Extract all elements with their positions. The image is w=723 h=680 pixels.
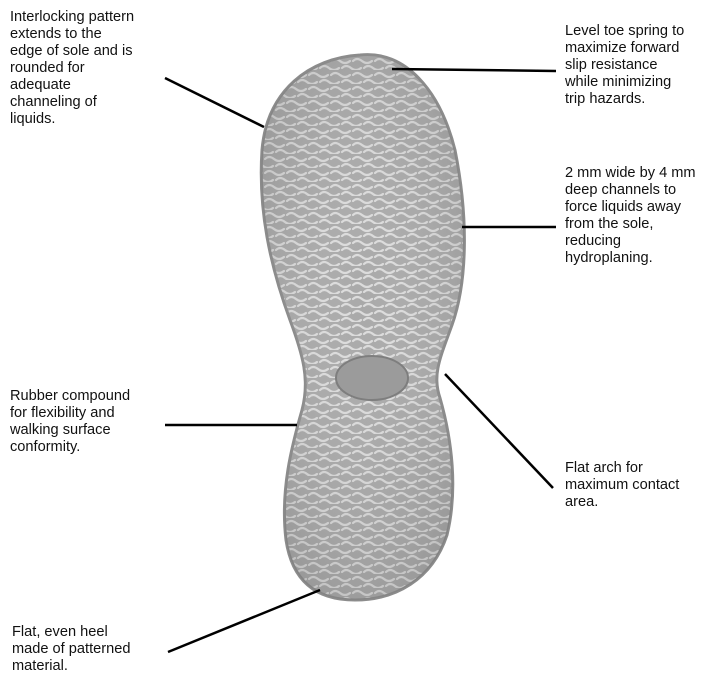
annotation-line: Interlocking pattern	[10, 9, 134, 26]
annotation-flat-heel: Flat, even heel made of patterned materi…	[12, 624, 130, 675]
annotation-line: slip resistance	[565, 57, 684, 74]
annotation-line: material.	[12, 658, 130, 675]
annotation-line: for flexibility and	[10, 405, 130, 422]
annotation-rubber-compound: Rubber compound for flexibility and walk…	[10, 388, 130, 456]
annotation-line: liquids.	[10, 111, 134, 128]
arch-oval	[336, 356, 408, 400]
annotation-line: deep channels to	[565, 182, 696, 199]
annotation-line: extends to the	[10, 26, 134, 43]
annotation-line: conformity.	[10, 439, 130, 456]
leader-line-interlocking-pattern	[165, 78, 264, 127]
annotation-line: Flat, even heel	[12, 624, 130, 641]
annotation-channels: 2 mm wide by 4 mm deep channels to force…	[565, 165, 696, 267]
annotation-line: area.	[565, 494, 679, 511]
annotation-line: adequate	[10, 77, 134, 94]
annotation-line: edge of sole and is	[10, 43, 134, 60]
annotation-interlocking-pattern: Interlocking pattern extends to the edge…	[10, 9, 134, 128]
annotation-flat-arch: Flat arch for maximum contact area.	[565, 460, 679, 511]
annotation-line: trip hazards.	[565, 91, 684, 108]
annotation-line: walking surface	[10, 422, 130, 439]
annotation-line: Level toe spring to	[565, 23, 684, 40]
annotation-line: maximize forward	[565, 40, 684, 57]
annotation-line: maximum contact	[565, 477, 679, 494]
annotation-line: rounded for	[10, 60, 134, 77]
leader-line-flat-heel	[168, 590, 320, 652]
annotation-line: reducing	[565, 233, 696, 250]
annotation-line: channeling of	[10, 94, 134, 111]
annotation-line: Rubber compound	[10, 388, 130, 405]
annotation-line: from the sole,	[565, 216, 696, 233]
annotation-line: Flat arch for	[565, 460, 679, 477]
annotation-level-toe-spring: Level toe spring to maximize forward sli…	[565, 23, 684, 108]
annotation-line: while minimizing	[565, 74, 684, 91]
annotation-line: hydroplaning.	[565, 250, 696, 267]
leader-line-flat-arch	[445, 374, 553, 488]
annotation-line: 2 mm wide by 4 mm	[565, 165, 696, 182]
annotation-line: force liquids away	[565, 199, 696, 216]
annotation-line: made of patterned	[12, 641, 130, 658]
leader-line-level-toe-spring	[392, 69, 556, 71]
